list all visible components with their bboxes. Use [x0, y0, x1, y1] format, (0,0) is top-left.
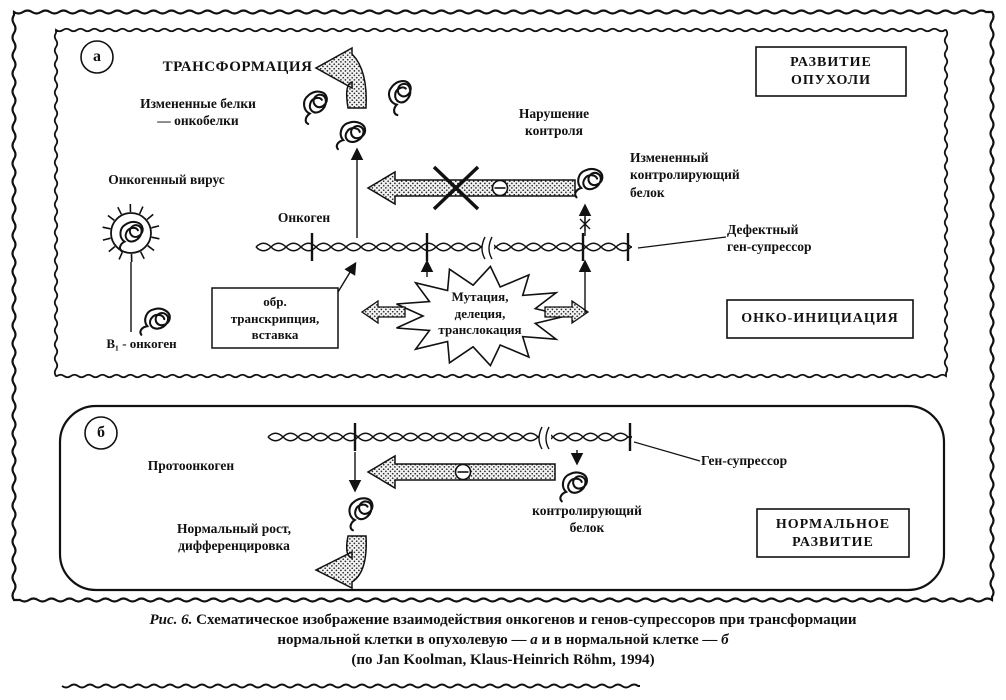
onco-initiation-box-rect — [726, 299, 914, 339]
caption-line-1: Рис. 6. Схематическое изображение взаимо… — [149, 612, 857, 628]
v1-oncogene-label: В₁ - онкоген — [106, 336, 177, 351]
normal-growth-arrow — [314, 535, 367, 590]
tumor-development-label: РАЗВИТИЕ ОПУХОЛИ — [790, 55, 872, 88]
oncoprotein-blob-3 — [384, 77, 420, 117]
tumor-development-box-rect — [755, 46, 907, 97]
insertion-arrow — [337, 261, 357, 293]
reverse-transcription-box-rect — [211, 287, 339, 349]
panel-a-label: а — [93, 48, 101, 65]
figure-number: Рис. 6. — [149, 612, 193, 628]
oncogenic-virus-label: Онкогенный вирус — [108, 172, 225, 187]
panel-a-wavy-frame — [53, 27, 949, 379]
normal-development-box-rect — [756, 508, 910, 558]
next-figure-top-border — [61, 683, 640, 689]
inhibition-arrow-a — [366, 170, 576, 206]
normal-growth-label: Нормальный рост, дифференцировка — [177, 521, 291, 554]
changed-control-protein-label: Измененный контролирующий белок — [630, 150, 740, 200]
transformation-arrow — [314, 46, 367, 109]
control-protein-label: контролирующий белок — [532, 503, 642, 536]
dna-break-a — [481, 235, 494, 261]
control-violation-label: Нарушение контроля — [518, 106, 590, 139]
panel-b-badge-circle — [84, 416, 118, 450]
reverse-transcription-label: обр. транскрипция, вставка — [230, 294, 320, 343]
panel-a-badge-circle — [80, 40, 114, 74]
normal-growth-protein-blob — [346, 496, 376, 532]
caption-line-2: нормальной клетки в опухолевую — а и в н… — [277, 632, 729, 648]
defective-suppressor-label: Дефектный ген-супрессор — [727, 222, 812, 255]
oncogene-label: Онкоген — [277, 210, 331, 225]
oncoprotein-blob-1 — [300, 89, 332, 126]
mutation-arrow-left — [360, 299, 406, 325]
dna-helix-a — [255, 242, 632, 252]
transformation-label: ТРАНСФОРМАЦИЯ — [162, 59, 313, 75]
oncogenic-virus-icon — [102, 203, 160, 263]
changed-control-protein-blob — [573, 165, 605, 203]
mutation-starburst-label: Мутация, делеция, транслокация — [438, 289, 522, 338]
panel-b-label: б — [97, 424, 105, 441]
panel-b-rounded-frame — [58, 404, 946, 592]
dna-helix-b — [267, 432, 632, 442]
onco-initiation-label: ОНКО-ИНИЦИАЦИЯ — [741, 311, 899, 326]
oncoprotein-blob-2 — [335, 117, 368, 156]
mutation-starburst — [396, 264, 567, 368]
mutation-arrow-right — [544, 299, 590, 325]
changed-proteins-label: Измененные белки — онкобелки — [140, 96, 256, 129]
suppressor-pointer-line — [633, 441, 701, 462]
inhibition-circle-icon-a — [491, 179, 509, 197]
block-cross-icon — [432, 165, 480, 211]
gene-boundary-ticks-a — [310, 233, 630, 261]
control-protein-blob — [558, 469, 589, 506]
gene-suppressor-label: Ген-супрессор — [701, 453, 788, 468]
normal-development-label: НОРМАЛЬНОЕ РАЗВИТИЕ — [775, 517, 891, 550]
outer-wavy-frame — [11, 9, 995, 603]
gene-boundary-ticks-b — [353, 423, 632, 451]
inhibition-circle-icon-b — [454, 463, 472, 481]
protooncogene-label: Протоонкоген — [147, 458, 235, 473]
defective-gene-pointer-line — [637, 236, 727, 249]
dna-break-b — [538, 425, 551, 451]
damage-asterisk-icon — [579, 217, 591, 231]
caption-line-3: (по Jan Koolman, Klaus-Heinrich Röhm, 19… — [351, 652, 655, 668]
